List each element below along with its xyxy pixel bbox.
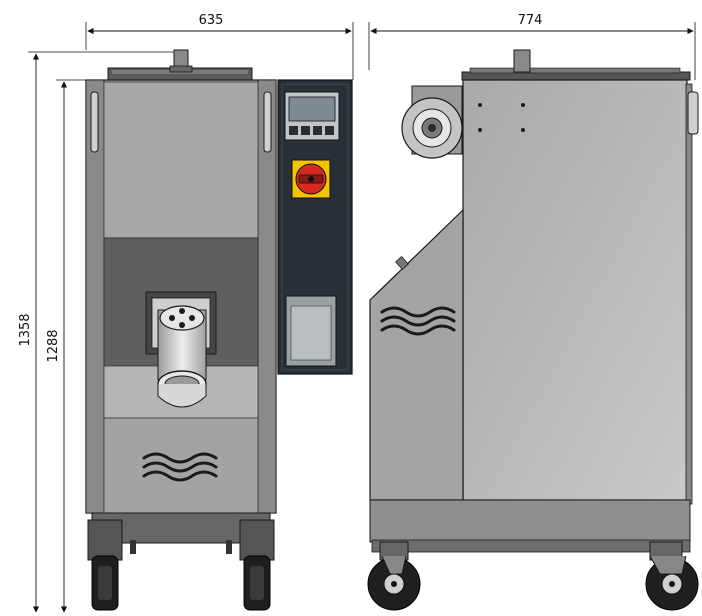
side-view xyxy=(367,49,699,611)
controller-button-3 xyxy=(313,126,322,135)
dimension-1358: 1358 xyxy=(18,51,176,613)
side-handle xyxy=(687,91,699,135)
dimension-label-1358: 1358 xyxy=(18,313,33,346)
front-wave-logo xyxy=(142,452,218,482)
side-front-slope xyxy=(369,208,464,501)
dimension-label-635: 635 xyxy=(199,13,224,28)
side-top-outlet xyxy=(513,49,531,73)
front-right-caster xyxy=(239,519,275,611)
side-main-panel xyxy=(462,79,688,501)
dimension-label-1288: 1288 xyxy=(46,329,61,362)
controller-button-1 xyxy=(289,126,298,135)
front-right-handle xyxy=(263,91,272,153)
main-switch xyxy=(291,159,331,199)
front-bottom-panel xyxy=(103,417,259,514)
side-wave-logo xyxy=(380,306,456,336)
dimension-635: 635 xyxy=(85,13,354,80)
side-motor xyxy=(401,85,463,159)
controller-button-2 xyxy=(301,126,310,135)
front-left-handle xyxy=(90,91,99,153)
front-left-caster xyxy=(87,519,123,611)
front-hopper-upper xyxy=(103,81,259,239)
side-base xyxy=(369,499,691,543)
controller-display xyxy=(288,96,336,122)
side-front-caster xyxy=(367,541,421,611)
controller-button-4 xyxy=(325,126,334,135)
feed-flange xyxy=(159,305,205,331)
dimension-774: 774 xyxy=(368,13,696,80)
dimension-label-774: 774 xyxy=(518,13,543,28)
side-rear-caster xyxy=(645,541,699,611)
front-view xyxy=(85,49,353,611)
